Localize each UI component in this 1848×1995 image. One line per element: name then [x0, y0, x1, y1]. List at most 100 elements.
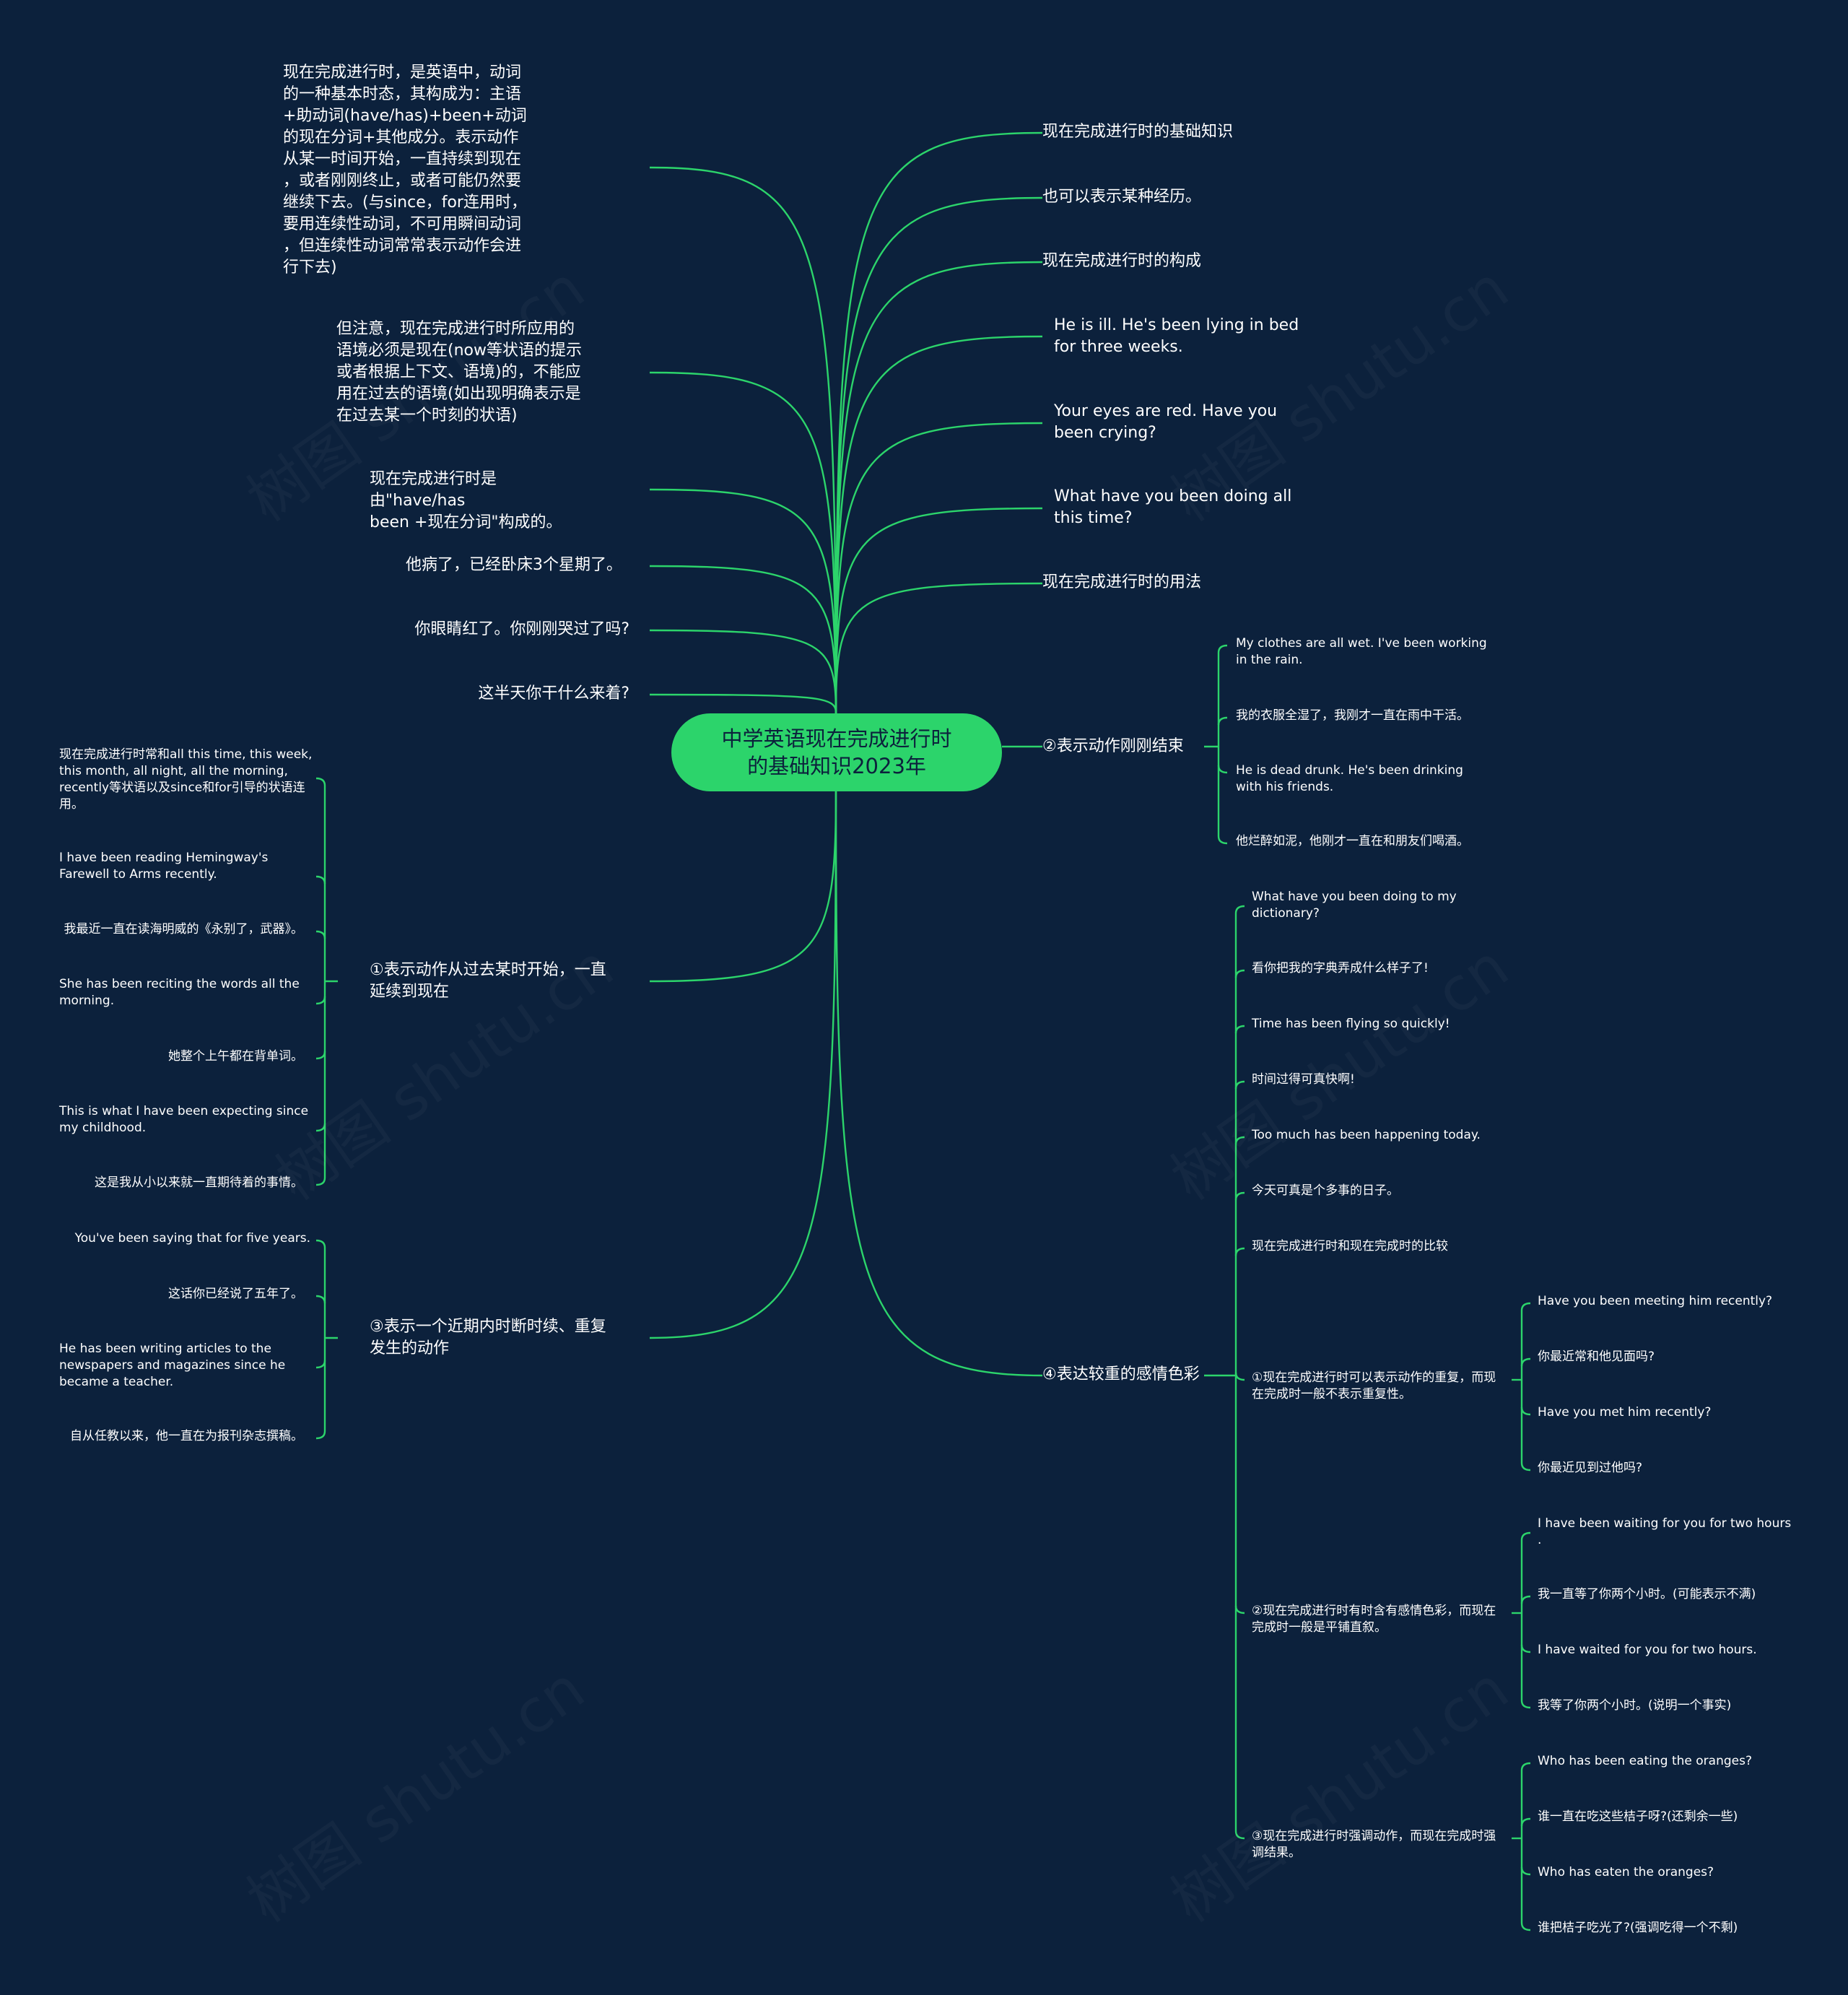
- compare-item[interactable]: 谁一直在吃这些桔子呀?(还剩余一些): [1538, 1809, 1738, 1824]
- bracket-line: [1520, 1817, 1531, 1827]
- usage3-item[interactable]: You've been saying that for five years.: [74, 1231, 310, 1246]
- bracket-line: [1520, 1531, 1531, 1541]
- branch-translation-doing[interactable]: 这半天你干什么来着?: [478, 684, 629, 703]
- branch-example-ill[interactable]: He is ill. He's been lying in bed for th…: [1054, 316, 1299, 356]
- branch-translation-ill[interactable]: 他病了，已经卧床3个星期了。: [406, 556, 622, 574]
- usage3-label[interactable]: ③表示一个近期内时断时续、重复 发生的动作: [370, 1318, 606, 1357]
- central-topic[interactable]: 中学英语现在完成进行时 的基础知识2023年: [671, 713, 1002, 791]
- connector-line: [834, 261, 1043, 714]
- usage1-item[interactable]: This is what I have been expecting since…: [59, 1104, 309, 1135]
- bracket-line: [1217, 716, 1228, 726]
- usage4-item[interactable]: 时间过得可真快啊!: [1252, 1072, 1355, 1087]
- usage2-item[interactable]: 我的衣服全湿了，我刚才一直在雨中干活。: [1236, 708, 1469, 723]
- bracket-line: [1520, 1700, 1531, 1709]
- bracket-line: [315, 1360, 326, 1369]
- compare-label-result[interactable]: ③现在完成进行时强调动作，而现在完成时强 调结果。: [1252, 1829, 1496, 1860]
- bracket-line: [315, 777, 326, 786]
- bracket-line: [1217, 765, 1228, 774]
- compare-item[interactable]: 谁把桔子吃光了?(强调吃得一个不剩): [1538, 1921, 1738, 1935]
- branch-structure[interactable]: 现在完成进行时的构成: [1042, 252, 1202, 270]
- branch-example-eyes[interactable]: Your eyes are red. Have you been crying?: [1054, 402, 1278, 442]
- bracket-line: [1234, 1605, 1245, 1614]
- usage2-item[interactable]: 他烂醉如泥，他刚才一直在和朋友们喝酒。: [1236, 834, 1469, 848]
- connector-line: [834, 582, 1043, 714]
- usage1-item[interactable]: She has been reciting the words all the …: [59, 977, 300, 1008]
- bracket-line: [1234, 1247, 1245, 1256]
- usage2-item[interactable]: He is dead drunk. He's been drinking wit…: [1236, 763, 1463, 794]
- connector-line: [649, 791, 837, 1339]
- bracket-line: [1520, 1357, 1531, 1367]
- connector-line: [649, 693, 837, 714]
- connector-line: [649, 791, 837, 983]
- connector-line: [649, 166, 837, 714]
- compare-item[interactable]: 我一直等了你两个小时。(可能表示不满): [1538, 1587, 1756, 1601]
- compare-item[interactable]: I have been waiting for you for two hour…: [1538, 1516, 1792, 1547]
- usage1-item[interactable]: 我最近一直在读海明威的《永别了，武器》。: [64, 922, 304, 936]
- bracket-line: [1520, 1922, 1531, 1931]
- bracket-line: [1520, 1866, 1531, 1876]
- connector-line: [649, 371, 837, 714]
- compare-item[interactable]: Who has eaten the oranges?: [1538, 1865, 1714, 1879]
- bracket-line: [315, 875, 326, 885]
- compare-label-repetition[interactable]: ①现在完成进行时可以表示动作的重复，而现 在完成时一般不表示重复性。: [1252, 1370, 1496, 1401]
- connector-line: [834, 196, 1043, 714]
- bracket-line: [1520, 1595, 1531, 1604]
- compare-item[interactable]: I have waited for you for two hours.: [1538, 1643, 1757, 1657]
- connector-line: [834, 335, 1043, 714]
- bracket-line: [1520, 1462, 1531, 1472]
- compare-label-emotion[interactable]: ②现在完成进行时有时含有感情色彩，而现在 完成时一般是平铺直叙。: [1252, 1604, 1496, 1635]
- usage1-item[interactable]: I have been reading Hemingway's Farewell…: [59, 851, 269, 882]
- usage2-item[interactable]: My clothes are all wet. I've been workin…: [1236, 636, 1487, 667]
- usage4-item[interactable]: 看你把我的字典弄成什么样子了!: [1252, 961, 1429, 975]
- bracket-line: [1234, 969, 1245, 978]
- branch-definition[interactable]: 现在完成进行时，是英语中，动词 的一种基本时态，其构成为：主语 +助动词(hav…: [283, 64, 527, 277]
- bracket-line: [315, 1123, 326, 1132]
- bracket-line: [1234, 1080, 1245, 1090]
- usage1-label[interactable]: ①表示动作从过去某时开始，一直 延续到现在: [370, 961, 606, 1001]
- usage4-item[interactable]: Time has been flying so quickly!: [1252, 1017, 1450, 1031]
- usage2-label[interactable]: ②表示动作刚刚结束: [1042, 737, 1184, 755]
- bracket-line: [1234, 1025, 1245, 1034]
- compare-item[interactable]: Have you been meeting him recently?: [1538, 1294, 1773, 1308]
- bracket-line: [1234, 1830, 1245, 1840]
- compare-item[interactable]: 你最近见到过他吗?: [1538, 1461, 1643, 1475]
- branch-usage[interactable]: 现在完成进行时的用法: [1042, 573, 1202, 591]
- bracket-line: [1520, 1407, 1531, 1416]
- bracket-line: [1217, 644, 1228, 653]
- compare-item[interactable]: 你最近常和他见面吗?: [1538, 1349, 1655, 1364]
- bracket-line: [1234, 905, 1245, 914]
- connector-line: [649, 565, 837, 714]
- branch-translation-eyes[interactable]: 你眼睛红了。你刚刚哭过了吗?: [414, 620, 629, 638]
- branch-experience[interactable]: 也可以表示某种经历。: [1042, 188, 1202, 206]
- branch-example-doing[interactable]: What have you been doing all this time?: [1054, 487, 1292, 527]
- bracket-line: [315, 1177, 326, 1186]
- usage4-item[interactable]: Too much has been happening today.: [1252, 1128, 1481, 1142]
- branch-basics[interactable]: 现在完成进行时的基础知识: [1042, 123, 1234, 141]
- compare-item[interactable]: 我等了你两个小时。(说明一个事实): [1538, 1698, 1732, 1713]
- compare-item[interactable]: Who has been eating the oranges?: [1538, 1754, 1752, 1768]
- bracket-line: [1217, 835, 1228, 845]
- bracket-line: [315, 996, 326, 1005]
- usage1-item[interactable]: 这是我从小以来就一直期待着的事情。: [95, 1175, 303, 1190]
- compare-item[interactable]: Have you met him recently?: [1538, 1405, 1712, 1420]
- usage3-item[interactable]: 这话你已经说了五年了。: [168, 1287, 303, 1301]
- bracket-line: [1520, 1762, 1531, 1771]
- usage1-item[interactable]: 她整个上午都在背单词。: [168, 1049, 303, 1064]
- usage4-label[interactable]: ④表达较重的感情色彩: [1042, 1365, 1200, 1383]
- usage3-item[interactable]: He has been writing articles to the news…: [59, 1342, 286, 1389]
- connector-line: [834, 791, 1043, 1377]
- bracket-line: [315, 1051, 326, 1060]
- bracket-line: [1520, 1302, 1531, 1311]
- branch-formation[interactable]: 现在完成进行时是由"have/has been +现在分词"构成的。: [370, 470, 562, 531]
- branch-note[interactable]: 但注意，现在完成进行时所应用的 语境必须是现在(now等状语的提示 或者根据上下…: [336, 320, 582, 425]
- usage3-item[interactable]: 自从任教以来，他一直在为报刊杂志撰稿。: [70, 1429, 303, 1443]
- bracket-line: [1234, 1372, 1245, 1381]
- usage4-item[interactable]: 今天可真是个多事的日子。: [1252, 1183, 1399, 1198]
- bracket-line: [315, 1239, 326, 1248]
- usage4-item[interactable]: What have you been doing to my dictionar…: [1252, 890, 1457, 921]
- usage4-item[interactable]: 现在完成进行时和现在完成时的比较: [1252, 1239, 1448, 1253]
- usage1-item[interactable]: 现在完成进行时常和all this time, this week, this …: [59, 747, 313, 812]
- connector-line: [649, 488, 837, 714]
- bracket-line: [315, 930, 326, 939]
